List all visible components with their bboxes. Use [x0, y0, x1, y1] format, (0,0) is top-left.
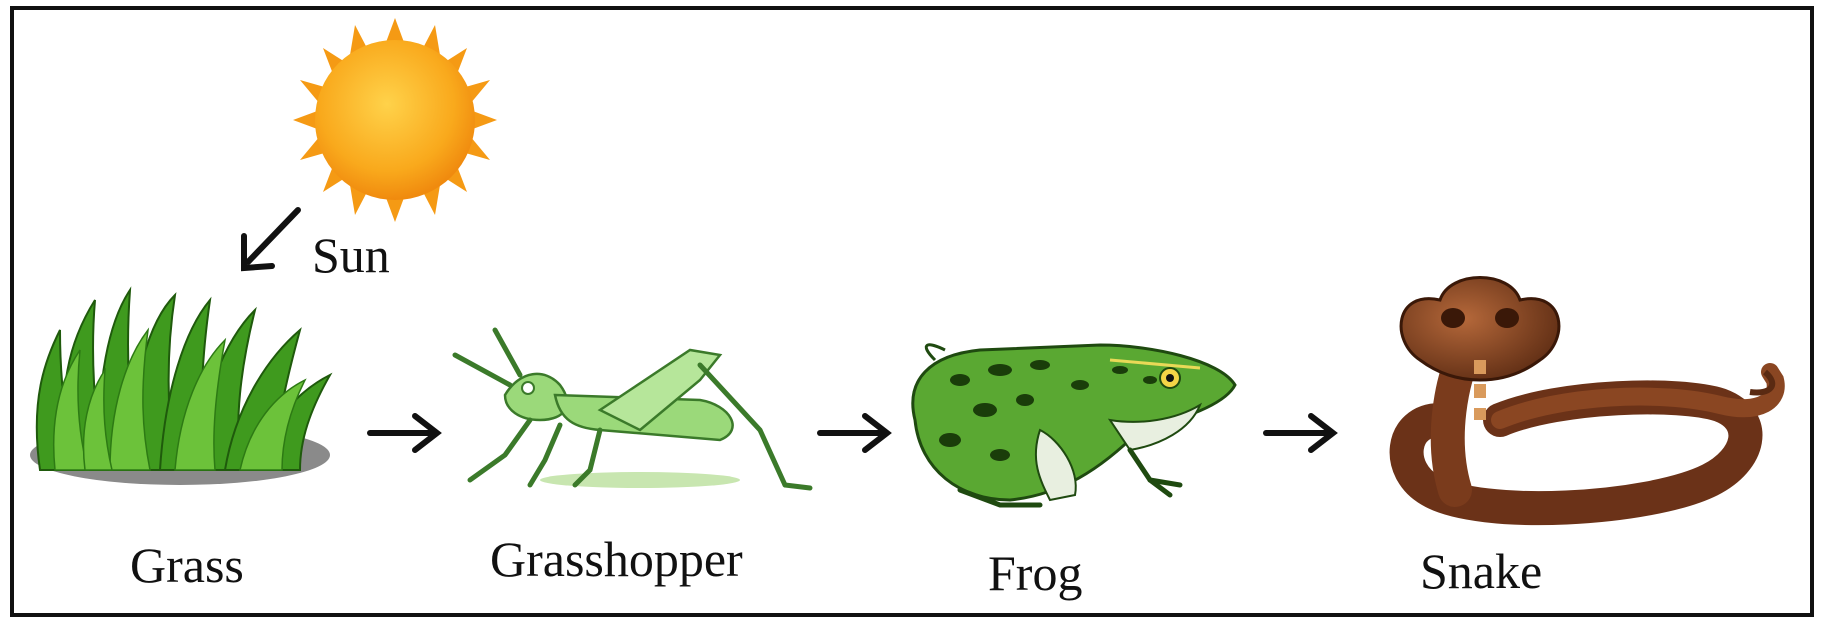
arrow-sun-to-grass — [244, 210, 298, 268]
sun-icon — [293, 18, 497, 222]
grasshopper-icon — [455, 330, 810, 488]
arrow-grasshopper-to-frog — [820, 416, 887, 450]
node-label-grasshopper: Grasshopper — [490, 534, 743, 584]
snake-icon — [1401, 278, 1776, 509]
node-label-sun: Sun — [312, 230, 390, 280]
node-label-snake: Snake — [1420, 546, 1542, 596]
node-label-frog: Frog — [988, 548, 1082, 598]
arrow-grass-to-grasshopper — [370, 416, 437, 450]
frog-icon — [913, 345, 1235, 505]
grass-icon — [30, 290, 330, 485]
node-label-grass: Grass — [130, 540, 244, 590]
arrow-frog-to-snake — [1266, 416, 1333, 450]
